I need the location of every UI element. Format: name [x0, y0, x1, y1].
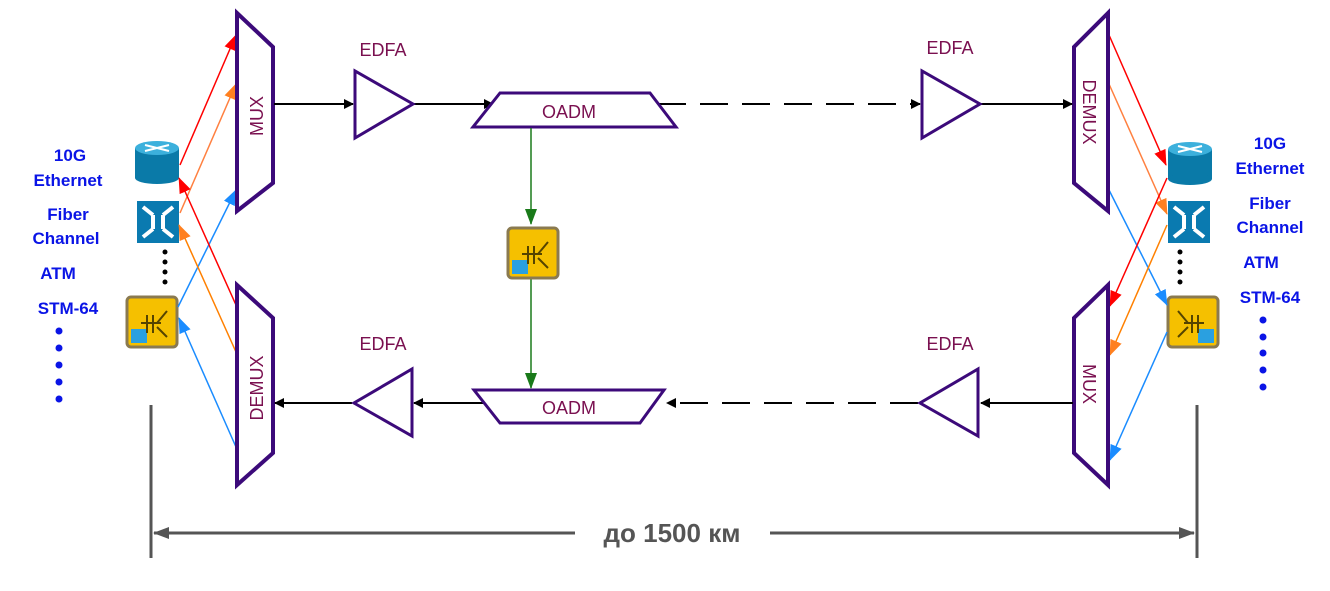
router-icon — [1167, 141, 1213, 186]
svg-text:MUX: MUX — [1079, 364, 1099, 404]
edfa-top-left: EDFA — [353, 40, 416, 141]
label-stm64: STM-64 — [1240, 288, 1301, 307]
distance-dimension: до 1500 км — [149, 405, 1199, 558]
label-atm: ATM — [40, 264, 76, 283]
label-fiber: Fiber — [47, 205, 89, 224]
optical-transponder-icon — [125, 295, 179, 349]
edfa-top-right: EDFA — [920, 38, 983, 141]
svg-text:EDFA: EDFA — [926, 38, 973, 58]
optical-transponder-icon — [1166, 295, 1220, 349]
label-stm64: STM-64 — [38, 299, 99, 318]
black-dots — [162, 249, 168, 285]
svg-text:DEMUX: DEMUX — [247, 355, 267, 420]
oadm-bottom: OADM — [470, 388, 667, 425]
label-10g: 10G — [54, 146, 86, 165]
label-ethernet: Ethernet — [1236, 159, 1305, 178]
right-demux: DEMUX — [1072, 8, 1110, 216]
black-dots — [1177, 249, 1183, 285]
svg-text:MUX: MUX — [247, 96, 267, 136]
edfa-bottom-right: EDFA — [917, 334, 980, 439]
label-ethernet: Ethernet — [34, 171, 103, 190]
switch-icon — [135, 199, 181, 245]
right-mux: MUX — [1072, 280, 1110, 490]
label-fiber: Fiber — [1249, 194, 1291, 213]
left-demux: DEMUX — [235, 280, 275, 490]
right-tributary-arrows — [1108, 34, 1168, 461]
oadm-top: OADM — [469, 91, 680, 129]
edfa-bottom-left: EDFA — [351, 334, 414, 439]
ellipsis-dots — [55, 327, 63, 403]
label-channel: Channel — [1236, 218, 1303, 237]
switch-icon — [1166, 199, 1212, 245]
right-service-labels: 10G Ethernet Fiber Channel ATM STM-64 — [1236, 134, 1305, 391]
label-atm: ATM — [1243, 253, 1279, 272]
ellipsis-dots — [1259, 316, 1267, 391]
optical-transponder-icon — [506, 226, 560, 280]
left-tributary-arrows — [177, 34, 237, 448]
svg-text:OADM: OADM — [542, 102, 596, 122]
label-10g: 10G — [1254, 134, 1286, 153]
distance-label: до 1500 км — [604, 518, 741, 548]
label-channel: Channel — [32, 229, 99, 248]
left-service-labels: 10G Ethernet Fiber Channel ATM STM-64 — [32, 146, 103, 403]
svg-text:DEMUX: DEMUX — [1079, 79, 1099, 144]
svg-text:EDFA: EDFA — [359, 40, 406, 60]
svg-text:EDFA: EDFA — [359, 334, 406, 354]
svg-text:EDFA: EDFA — [926, 334, 973, 354]
left-mux: MUX — [235, 8, 275, 216]
svg-text:OADM: OADM — [542, 398, 596, 418]
router-icon — [134, 140, 180, 185]
